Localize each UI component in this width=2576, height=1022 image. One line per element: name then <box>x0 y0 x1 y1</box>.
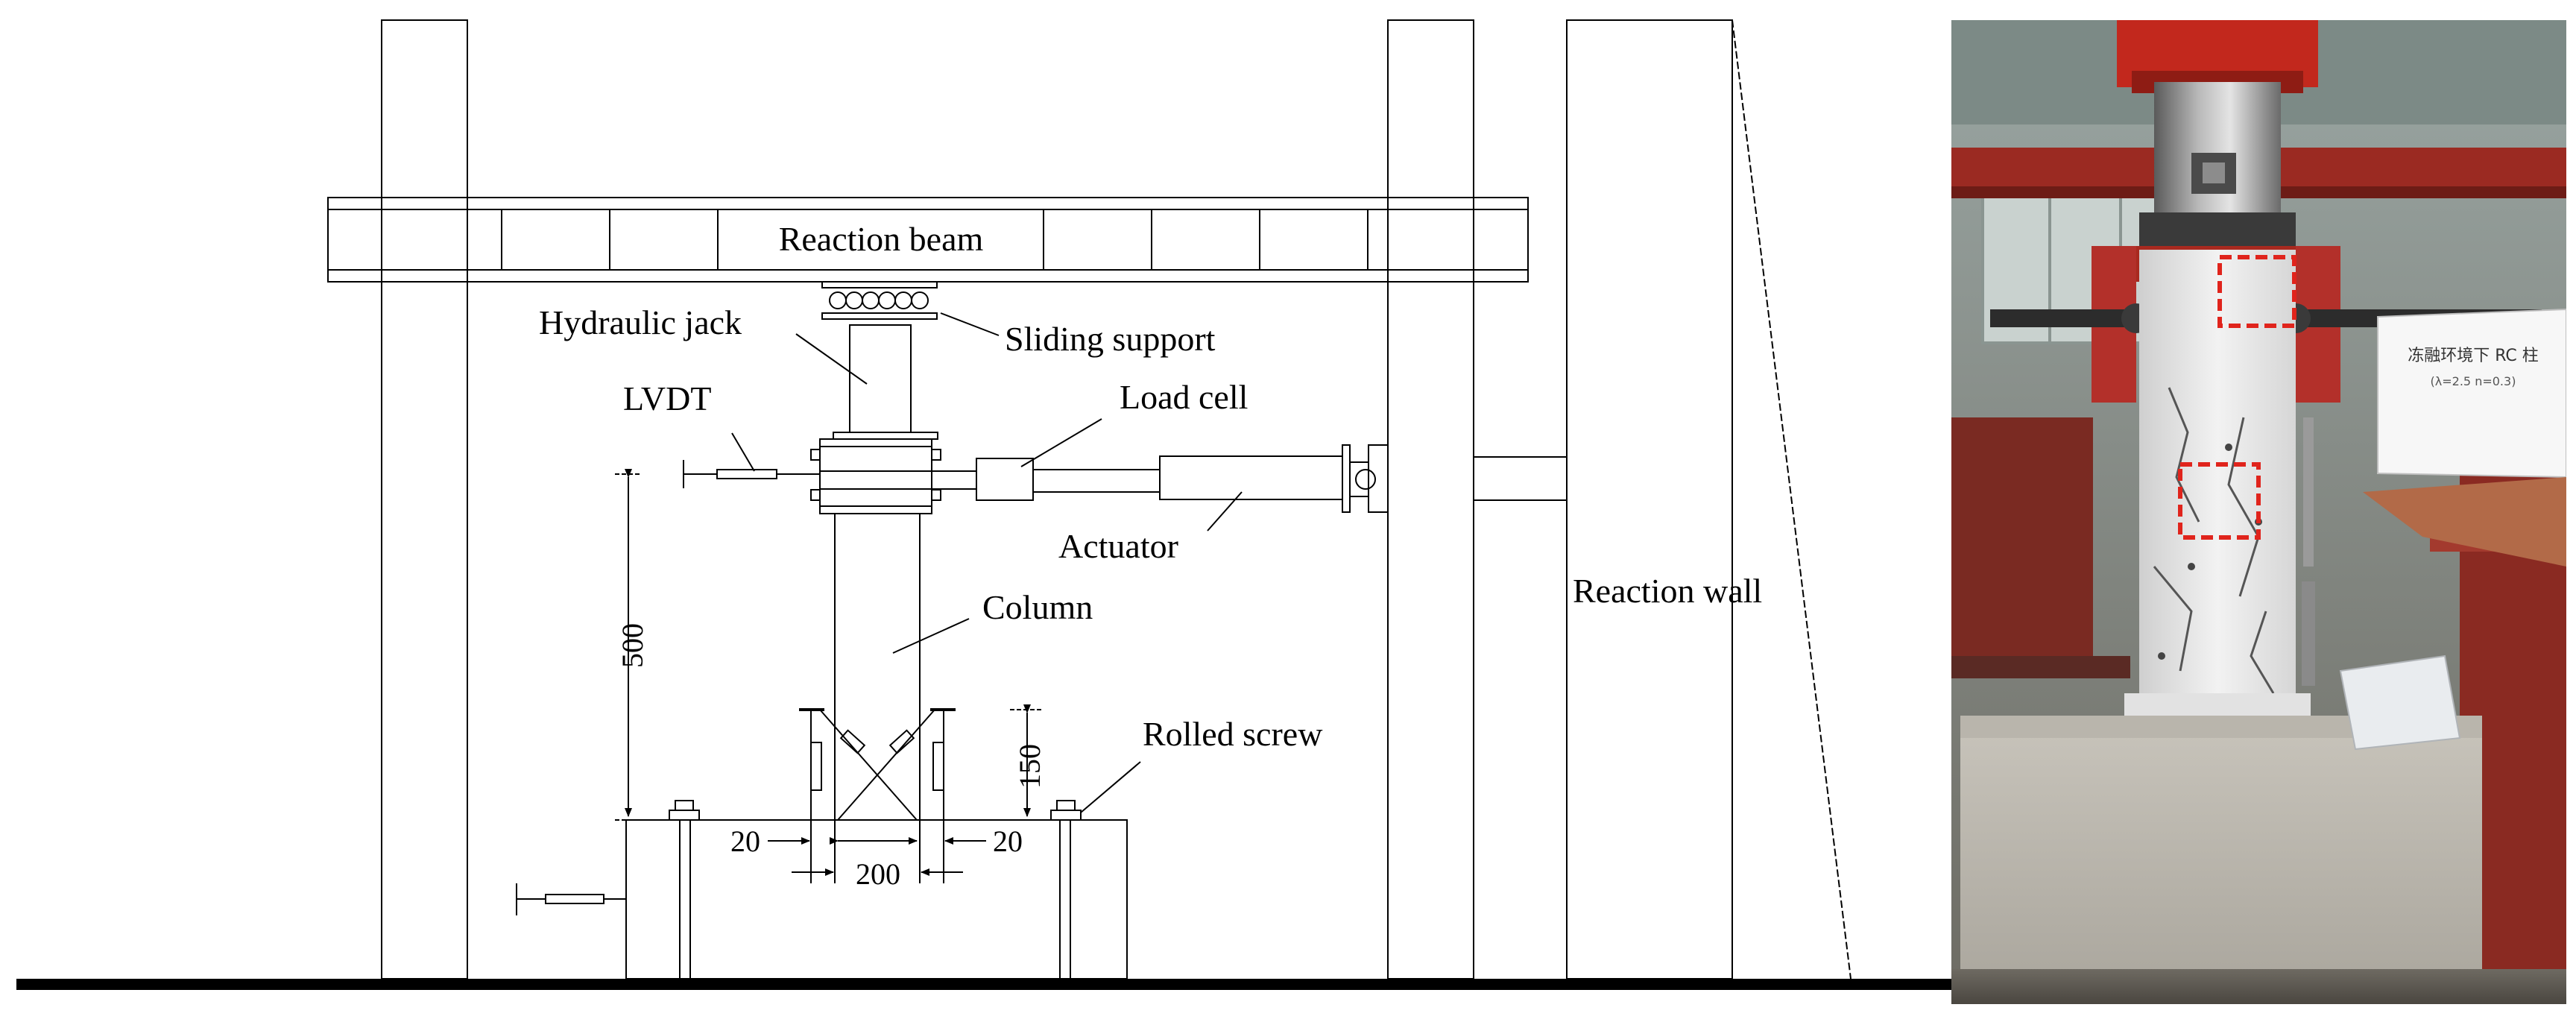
highlight-box-middle <box>2178 462 2261 540</box>
specimen-sign <box>2377 308 2566 479</box>
actuator <box>1032 444 1389 513</box>
label-rolled-screw: Rolled screw <box>1143 715 1323 753</box>
leader-sliding-support <box>940 312 1000 336</box>
sign-text-line1: 冻融环境下 RC 柱 <box>2408 347 2539 365</box>
dim-500 <box>615 469 641 821</box>
dim-label-gap-left: 20 <box>730 824 760 858</box>
label-column: Column <box>982 588 1093 626</box>
column-head <box>810 446 976 514</box>
dim-horizontal <box>768 820 986 883</box>
leader-lvdt <box>731 432 755 472</box>
dim-150 <box>1010 704 1044 817</box>
leader-actuator <box>1207 491 1243 531</box>
label-sliding-support: Sliding support <box>1005 320 1216 358</box>
column-foot-fixture <box>799 708 956 821</box>
rolled-screw-right <box>1050 800 1082 979</box>
frame-column-left <box>381 19 468 980</box>
dim-label-500: 500 <box>616 623 649 668</box>
dim-label-gap-right: 20 <box>993 824 1023 858</box>
ground-line <box>16 979 1960 990</box>
hydraulic-jack <box>819 324 938 447</box>
label-load-cell: Load cell <box>1120 378 1248 416</box>
label-actuator: Actuator <box>1058 527 1178 565</box>
leader-column <box>892 618 970 654</box>
foundation-block <box>625 819 1128 980</box>
highlight-box-top <box>2217 255 2296 328</box>
sign-text-line2: (λ=2.5 n=0.3) <box>2431 374 2516 388</box>
label-hydraulic-jack: Hydraulic jack <box>539 303 742 341</box>
label-lvdt: LVDT <box>623 379 711 417</box>
column <box>834 514 921 820</box>
label-reaction-beam: Reaction beam <box>779 220 984 258</box>
lvdt-bottom <box>516 883 626 915</box>
dim-label-width-200: 200 <box>856 857 900 891</box>
frame-column-right <box>1387 19 1474 980</box>
dim-label-150: 150 <box>1013 744 1046 789</box>
rolled-screw-left <box>669 800 700 979</box>
schematic-drawing <box>16 19 1960 990</box>
actuator-wall-link <box>1473 456 1568 501</box>
test-photo: 冻融环境下 RC 柱 (λ=2.5 n=0.3) <box>1951 20 2566 1004</box>
leader-hydraulic-jack <box>795 333 868 385</box>
sliding-support <box>821 281 938 320</box>
leader-load-cell <box>1020 418 1102 467</box>
label-reaction-wall: Reaction wall <box>1573 572 1762 610</box>
leader-rolled-screw <box>1080 761 1141 813</box>
lvdt-top <box>683 460 820 488</box>
reaction-wall <box>1566 19 1852 980</box>
